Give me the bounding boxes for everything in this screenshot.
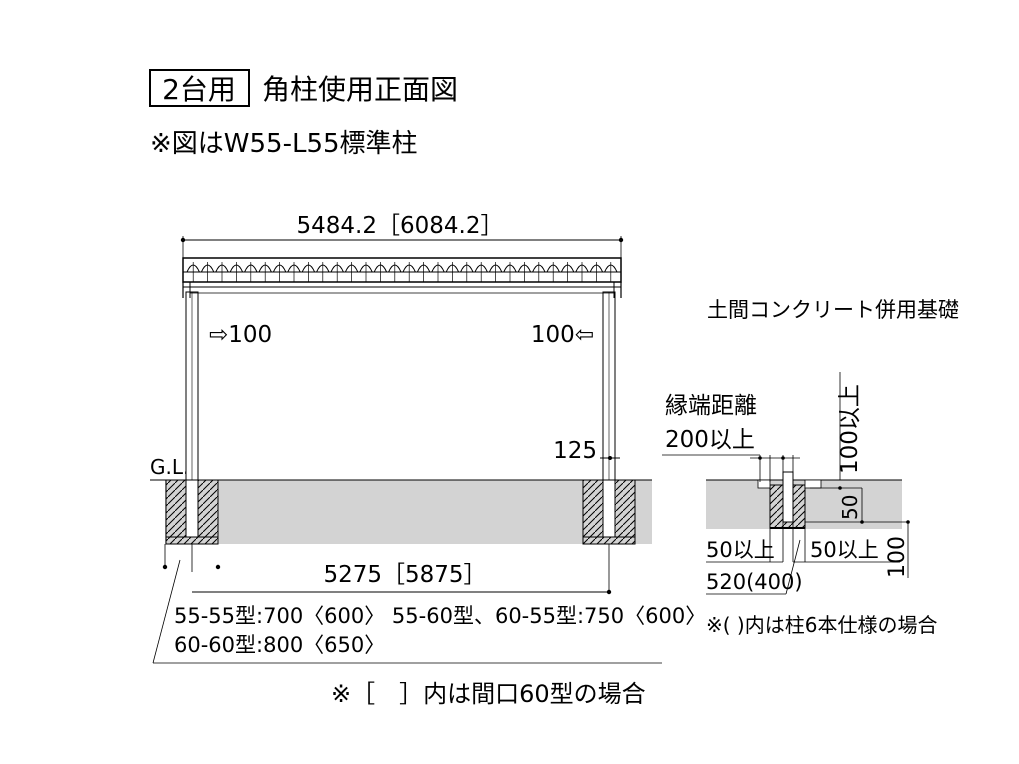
detail-title: 土間コンクリート併用基礎 [707,298,959,322]
dim-100-lines [906,520,910,578]
span-dimension [162,544,612,595]
post-height-label: 125 [553,438,597,464]
opening-60-note: ※［ ］内は間口60型の場合 [331,680,646,708]
page-title: 角柱使用正面図 [262,73,458,106]
dim-100-label: 100 [885,536,910,578]
dim-520-label: 520(400) [706,570,803,594]
ground-area [165,480,652,544]
edge-distance-dimension [662,454,800,482]
ground-level-label: G.L. [150,455,189,479]
edge-distance-line-1: 縁端距離 [665,393,757,419]
height-min-label: 100以上 [837,384,863,474]
post-height-marker [600,456,620,460]
dim-50-right: 50以上 [810,538,879,562]
right-post [602,291,616,481]
title-badge: 2台用 [162,73,236,106]
left-post [185,291,199,481]
right-footing [582,479,636,545]
dim-50-vertical: 50 [838,495,862,520]
overall-width-dimension [180,236,624,258]
left-footing [165,479,219,545]
standard-post-note: ※図はW55-L55標準柱 [150,129,418,159]
depth-spec-line-1: 55-55型:700〈600〉 55-60型、60-55型:750〈600〉 [174,604,706,628]
title-badge-box [149,69,250,107]
left-offset-label: ⇨100 [209,322,272,348]
overall-width-label: 5484.2［6084.2］ [297,213,504,239]
dim-50-left: 50以上 [706,538,775,562]
depth-spec-line-2: 60-60型:800〈650〉 [174,633,385,657]
right-offset-label: 100⇦ [531,322,594,348]
dim-520-leader [706,539,801,595]
six-post-note: ※( )内は柱6本仕様の場合 [706,613,937,637]
footing-depth-leader [152,559,662,664]
dim-50-horizontal-lines [706,522,900,563]
roof-panel [182,257,622,298]
dim-50-vertical-lines [805,488,908,524]
height-min-dimension [810,372,862,490]
edge-distance-line-2: 200以上 [665,427,755,453]
span-label: 5275［5875］ [323,562,486,588]
